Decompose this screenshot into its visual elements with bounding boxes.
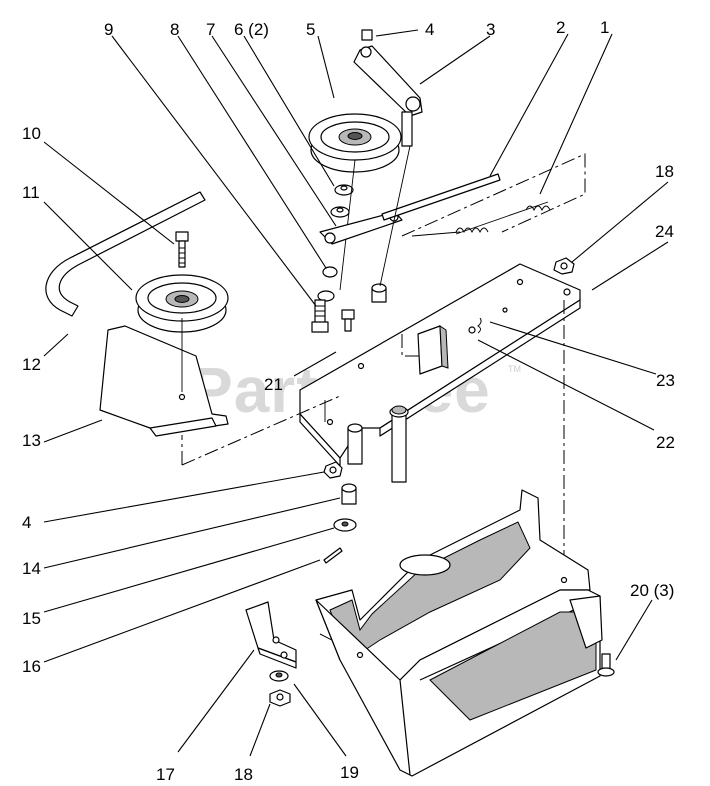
callout-7: 7 [206,20,215,39]
part-idler-arm-3 [353,29,423,147]
callout-labels: 1 2 3 4 5 6 (2) 7 8 9 10 11 12 13 18 24 … [22,18,675,784]
part-idler-pulley-11 [135,274,229,333]
callout-16: 16 [22,657,41,676]
part-nut-18-top [553,257,575,275]
part-belt [45,191,206,317]
callout-20: 20 (3) [630,581,674,600]
part-rod-2 [381,173,501,221]
callout-19: 19 [340,763,359,782]
callout-17: 17 [156,765,175,784]
callout-14: 14 [22,559,41,578]
watermark-tm: TM [508,364,521,374]
callout-10: 10 [22,124,41,143]
leader-lines [43,29,669,757]
part-bolt-10 [175,231,189,268]
callout-15: 15 [22,609,41,628]
shaft-leader [379,145,411,287]
guide-phantom [181,395,341,466]
part-discharge-housing [315,489,603,777]
part-bracket-22 [417,317,482,375]
callout-6: 6 (2) [234,20,269,39]
callout-13: 13 [22,431,41,450]
part-screw-20 [597,653,615,677]
part-spindle [347,405,409,483]
callout-4-top: 4 [425,20,434,39]
callout-18-bottom: 18 [234,765,253,784]
part-spring-1 [411,201,551,237]
callout-9: 9 [104,20,113,39]
part-bushing-14 [341,483,357,505]
part-washer-15 [333,518,357,532]
callout-3: 3 [486,20,495,39]
callout-1: 1 [600,18,609,37]
part-bracket-17 [245,601,297,669]
callout-11: 11 [22,183,40,202]
callout-2: 2 [556,18,565,37]
part-washer-19 [269,670,289,682]
part-washer-stack [317,159,356,302]
part-pulley-5 [308,113,402,173]
callout-23: 23 [656,371,675,390]
part-pin-16 [323,547,343,564]
spring-phantom-outline [401,153,586,237]
callout-22: 22 [656,433,675,452]
callout-18-top: 18 [655,162,674,181]
part-belt-guide-13 [99,318,229,437]
callout-12: 12 [22,355,41,374]
bracket-phantom [401,334,420,357]
part-bolt-21 [341,309,355,332]
part-bolt-9 [311,299,329,333]
callout-21: 21 [264,375,283,394]
callout-8: 8 [170,20,179,39]
callout-5: 5 [306,20,315,39]
part-bushing [371,283,387,303]
callout-24: 24 [655,222,674,241]
callout-4-bottom: 4 [22,513,31,532]
part-nut-18-bottom [269,689,291,707]
